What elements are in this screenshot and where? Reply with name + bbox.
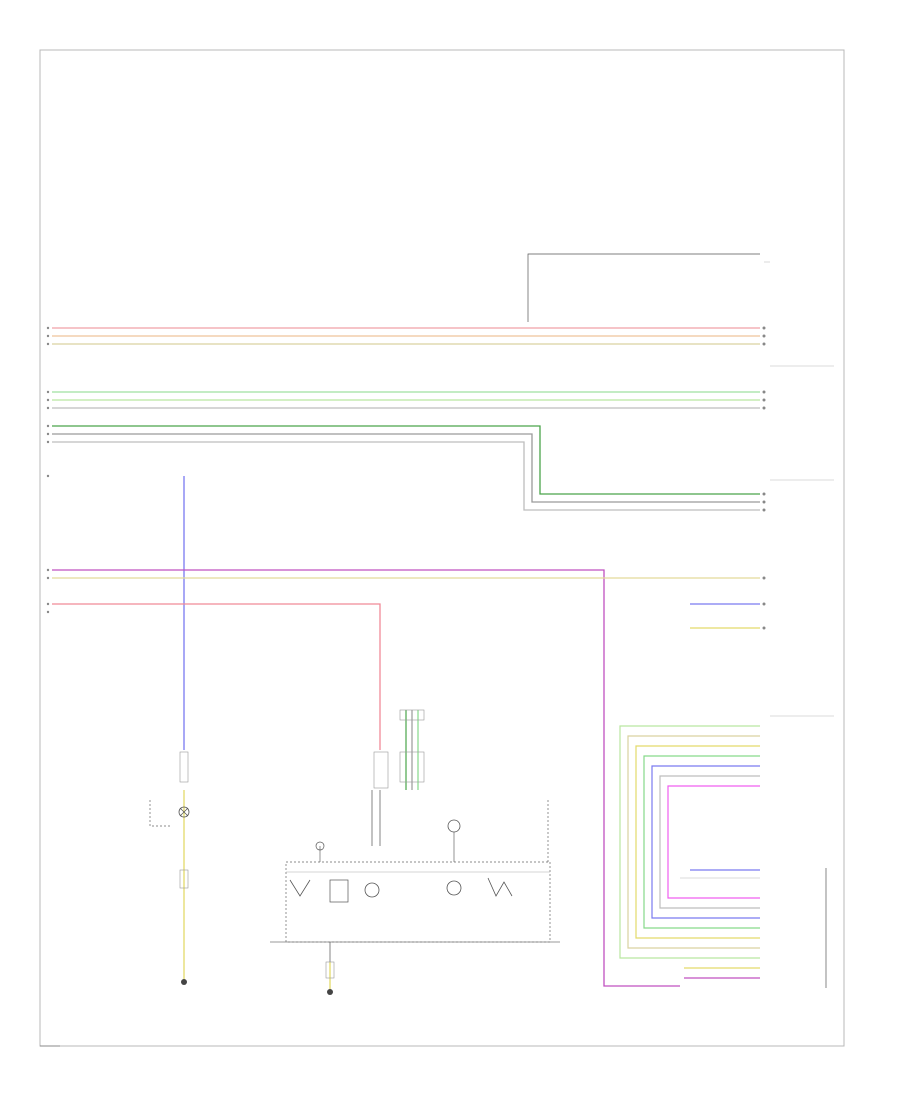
main-module [270,800,560,943]
middle-connector-wires [405,710,419,790]
bulb-icon [178,806,190,818]
middle-connector-stack [371,709,425,846]
connector-stubs-right [690,603,760,629]
connector-icon [399,751,425,783]
red-wire-middle [52,603,381,846]
wire-purple [52,569,680,987]
sensor-wire-group-2 [52,425,760,511]
ground-icon [327,989,333,995]
module-ground [325,942,335,995]
left-lamp-component [149,751,190,985]
wire-gray-3 [52,441,760,511]
motor-icon [364,882,380,898]
top-module-bracket [527,253,770,322]
connector-icon [179,751,189,783]
connector-icon [179,869,189,889]
connector-icon [325,961,335,979]
purple-tan-wires [52,569,760,987]
motor-icon [446,880,462,896]
wire-gray-2 [52,433,760,503]
connector-icon [373,751,389,789]
left-terminal-ticks [46,326,50,614]
sensor-wire-group-1 [52,391,760,409]
right-separators [770,365,834,988]
top-bus-wires [52,327,760,345]
ground-icon [181,979,187,985]
wire-dark-green [52,425,760,495]
sensor-icon [487,877,513,897]
diagram-frame [39,49,845,1047]
connector-icon [399,709,425,721]
sensor-icon [289,879,311,897]
lower-right-harness [619,725,760,979]
right-terminal-ticks [762,326,766,630]
